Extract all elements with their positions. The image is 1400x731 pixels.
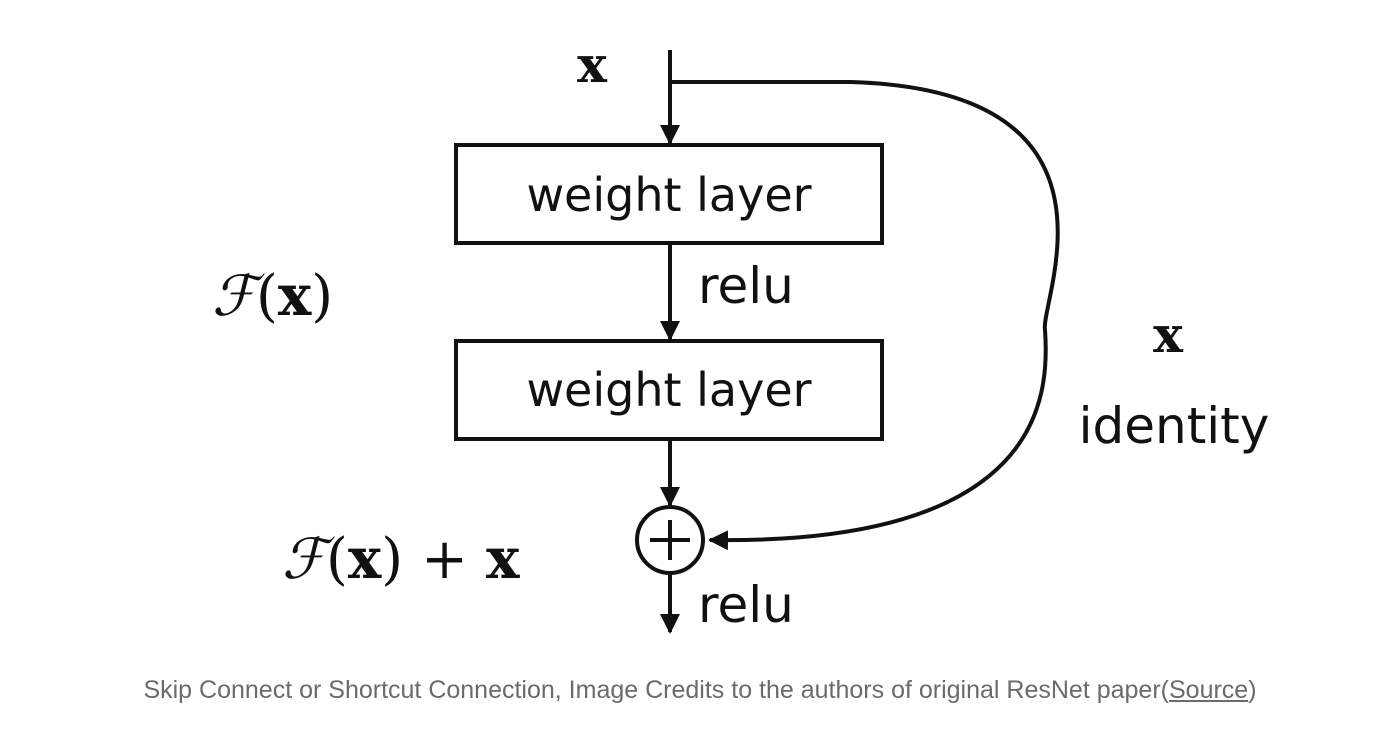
shortcut-x-label: x bbox=[1153, 305, 1184, 364]
weight-layer-2: weight layer bbox=[454, 339, 884, 441]
source-link[interactable]: Source bbox=[1169, 676, 1249, 704]
relu-label-2: relu bbox=[698, 576, 794, 634]
weight-layer-1-label: weight layer bbox=[526, 168, 811, 222]
identity-label: identity bbox=[1079, 397, 1270, 455]
resnet-residual-block-diagram: x weight layer relu ℱ(x) weight layer re… bbox=[212, 35, 1270, 634]
caption-suffix: ) bbox=[1248, 676, 1257, 704]
identity-shortcut-curve bbox=[670, 80, 1060, 551]
weight-layer-2-label: weight layer bbox=[526, 363, 811, 417]
sum-function-label: ℱ(x)+x bbox=[282, 526, 520, 592]
input-x-label: x bbox=[577, 35, 608, 94]
relu-label-1: relu bbox=[698, 257, 794, 315]
residual-function-label: ℱ(x) bbox=[212, 263, 333, 329]
figure-caption: Skip Connect or Shortcut Connection, Ima… bbox=[0, 676, 1400, 705]
addition-node bbox=[635, 505, 705, 575]
weight-layer-1: weight layer bbox=[454, 143, 884, 245]
caption-text: Skip Connect or Shortcut Connection, Ima… bbox=[143, 676, 1169, 704]
